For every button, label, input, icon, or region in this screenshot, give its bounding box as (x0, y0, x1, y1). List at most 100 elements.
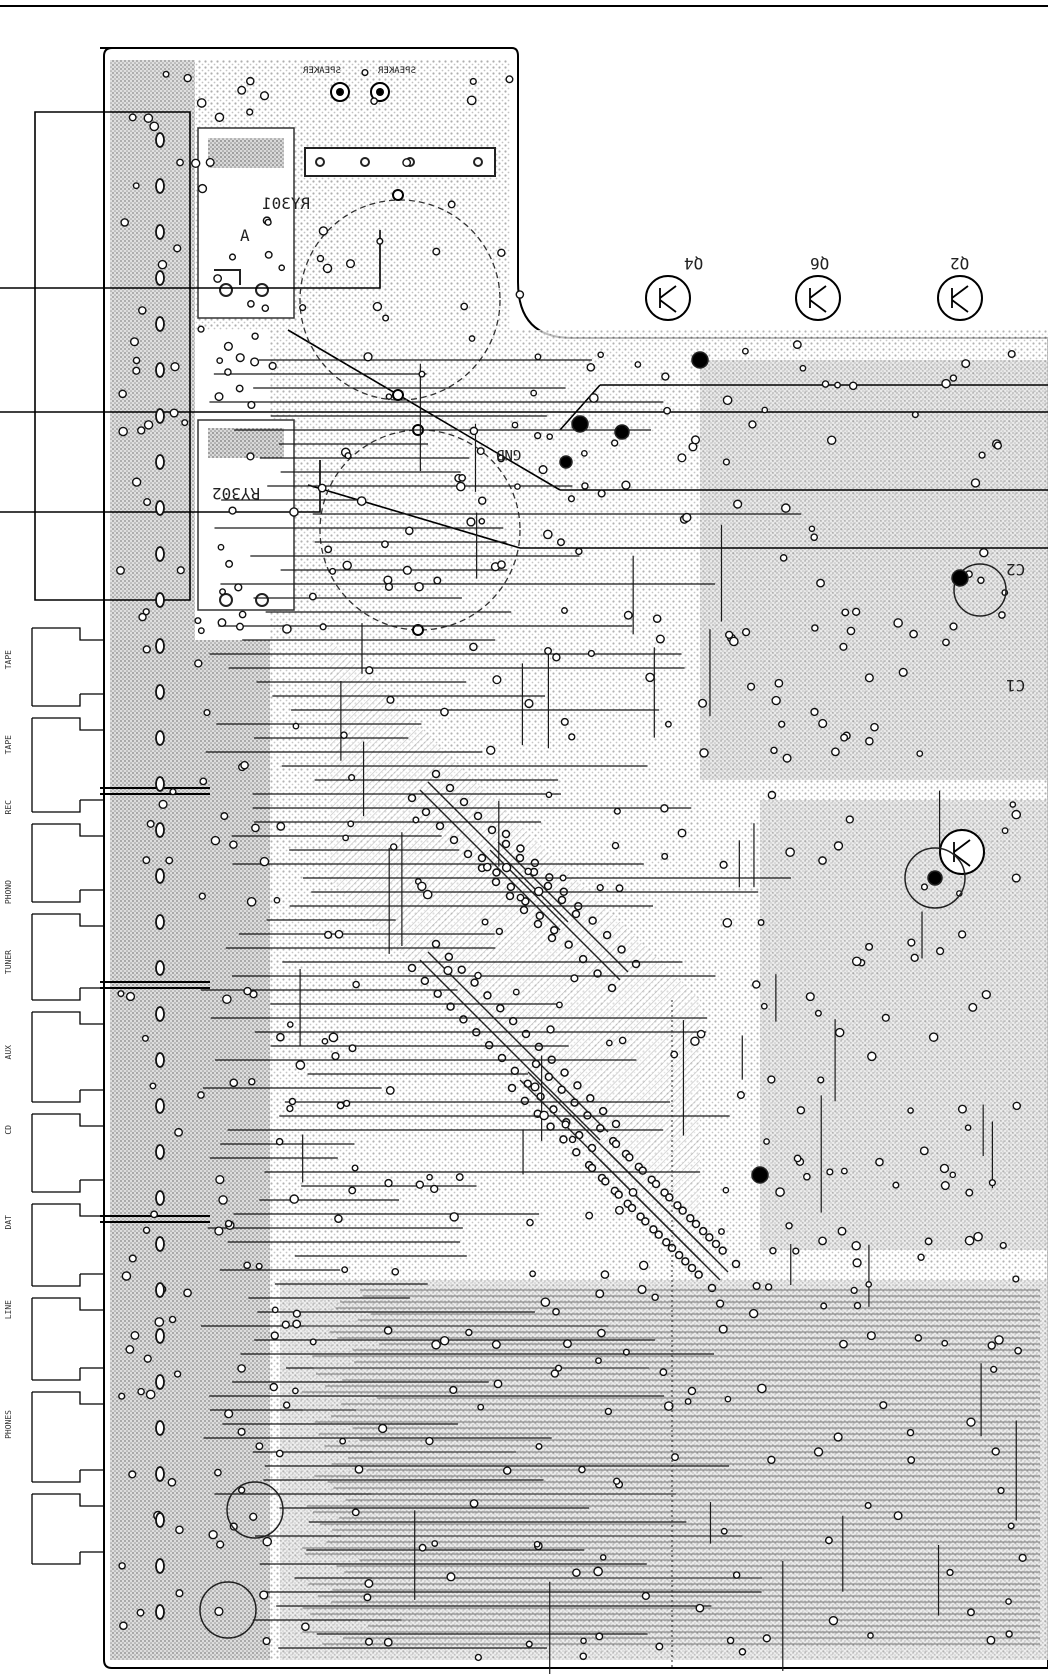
pad (864, 1501, 872, 1509)
pad (942, 638, 950, 647)
ic-pin (508, 1016, 518, 1026)
ic-pin (687, 1263, 697, 1273)
pad (486, 745, 496, 756)
pad (556, 538, 565, 547)
pad (334, 929, 344, 939)
pad (898, 667, 908, 677)
pad (920, 883, 929, 891)
pad (581, 482, 589, 490)
pad (850, 1286, 858, 1295)
pad (1012, 1275, 1020, 1283)
pad (251, 823, 260, 833)
pad (941, 378, 951, 389)
pad (911, 411, 919, 419)
resistor-bar (304, 82, 496, 177)
pad (651, 1293, 659, 1302)
pad (949, 622, 958, 631)
ic-pin (601, 1177, 610, 1186)
pad (275, 1449, 284, 1458)
pad (781, 503, 791, 513)
pad (224, 368, 232, 376)
pad (1011, 809, 1022, 820)
pad (143, 420, 154, 430)
pad (993, 441, 1003, 450)
pad (881, 1013, 890, 1022)
pad (568, 1135, 577, 1144)
ic-pin (638, 1166, 647, 1175)
pad (478, 517, 486, 525)
pad (516, 893, 525, 902)
pad (175, 1589, 184, 1598)
pad (928, 1032, 939, 1042)
ic-pin (586, 1094, 595, 1103)
pad (1005, 1630, 1013, 1638)
jack-outline (32, 717, 105, 813)
pad (615, 884, 624, 893)
ic-pin (564, 940, 573, 949)
pad (718, 1324, 728, 1334)
transistor-symbol (953, 839, 971, 867)
pad (432, 247, 441, 256)
pad-oval (155, 454, 165, 470)
relay-ry302 (197, 419, 295, 611)
pad-oval (155, 1098, 165, 1114)
pad-oval (155, 1328, 165, 1344)
ic-pin (431, 939, 441, 949)
pad (167, 1477, 177, 1487)
pad (345, 259, 356, 269)
ic-pin (516, 844, 525, 853)
pad (255, 1442, 264, 1451)
ic-pin (487, 825, 497, 835)
ic-pin (596, 1124, 605, 1133)
pad (138, 612, 147, 622)
pad (782, 753, 792, 763)
pad (578, 1465, 586, 1474)
ic-pin (491, 877, 501, 887)
ic-pin (711, 1239, 721, 1249)
pad-oval (155, 638, 165, 654)
pad (511, 421, 519, 429)
pad (237, 85, 247, 95)
pad (813, 1447, 824, 1457)
pad (128, 113, 137, 122)
ic-pin (578, 954, 588, 964)
pad (846, 626, 856, 636)
pad (440, 707, 449, 717)
ic-pin (544, 1072, 554, 1082)
pad-oval (155, 270, 165, 286)
pad (939, 1163, 950, 1174)
pad (914, 1334, 923, 1342)
pad (248, 1077, 256, 1086)
pad (150, 1210, 159, 1219)
pad (917, 1253, 925, 1261)
pad (237, 1486, 246, 1494)
ic-pin (560, 1068, 569, 1077)
pad (348, 1186, 357, 1195)
pad (529, 1270, 537, 1278)
pad (173, 244, 182, 253)
pad (286, 1104, 294, 1113)
pad (363, 352, 373, 362)
pad (352, 980, 360, 989)
pad (567, 495, 576, 503)
pad (321, 1037, 329, 1045)
pad-oval (155, 1282, 165, 1298)
pad (554, 1364, 563, 1372)
pad (613, 1477, 621, 1485)
pad (767, 1075, 776, 1084)
ic-pin (691, 1219, 701, 1229)
pad (595, 1632, 604, 1641)
pad (364, 1637, 374, 1646)
ic-pin (519, 905, 529, 915)
pad (271, 1306, 279, 1314)
pad (957, 930, 967, 939)
pad (292, 1387, 299, 1395)
pad (168, 1315, 177, 1324)
pad (402, 565, 412, 575)
pad (865, 942, 874, 951)
ic-pin (588, 916, 597, 925)
pad (748, 1308, 759, 1319)
ic-pin (445, 783, 455, 793)
pad (118, 389, 127, 399)
pad (142, 856, 151, 865)
